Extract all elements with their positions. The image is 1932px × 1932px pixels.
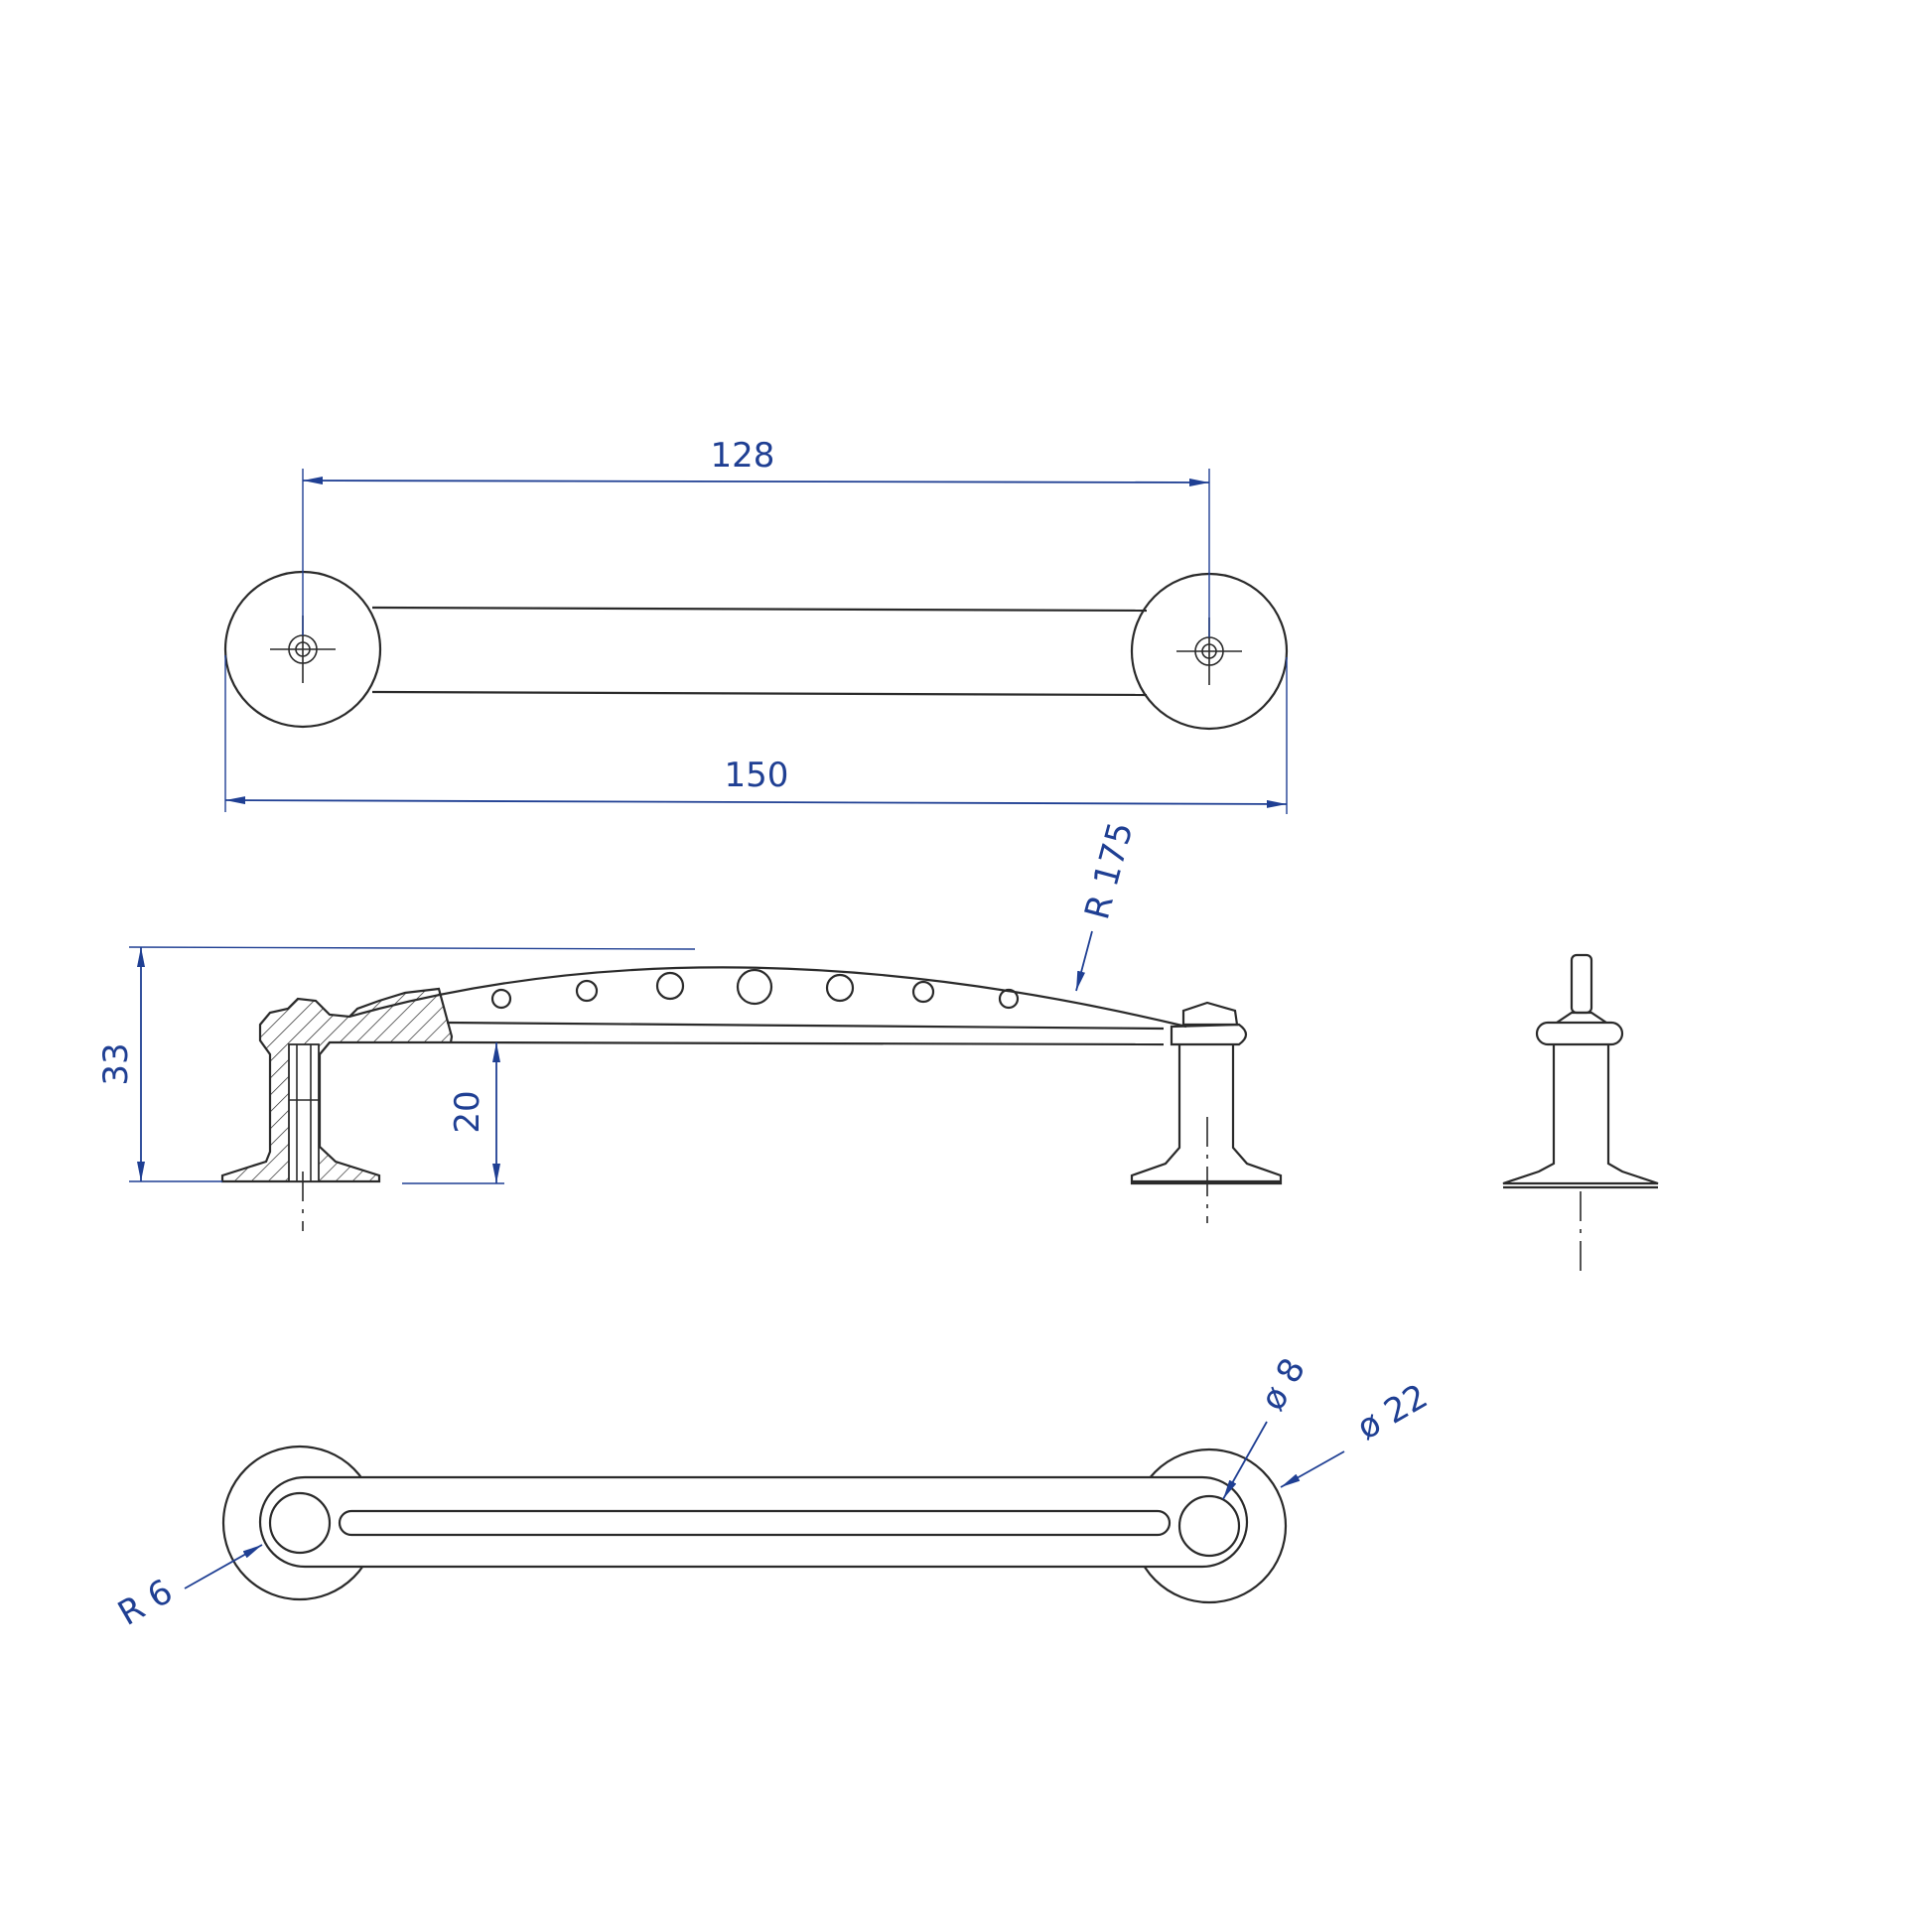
dimension-center-distance: 128 [302, 436, 1210, 637]
decor-hole [736, 968, 773, 1006]
dimension-20-label: 20 [448, 1090, 487, 1133]
bottom-slot [338, 1509, 1172, 1537]
decor-hole [575, 979, 599, 1003]
front-view [220, 966, 1283, 1231]
bottom-left-hole [268, 1491, 332, 1555]
dimension-arc-radius: R 175 [1075, 818, 1142, 992]
dimension-overall-height: 33 [96, 946, 696, 1182]
decor-hole [825, 973, 855, 1003]
handle-arc [348, 966, 1187, 1029]
dimension-r175-label: R 175 [1077, 818, 1141, 923]
section-hatch [220, 987, 454, 1183]
dimension-clearance-height: 20 [402, 1042, 504, 1184]
dimension-r6-label: R 6 [111, 1572, 180, 1634]
top-view [223, 570, 1289, 731]
dimension-corner-radius: R 6 [111, 1544, 263, 1634]
decor-hole [655, 971, 685, 1001]
bottom-rail-outline [258, 1475, 1249, 1569]
side-view [1502, 953, 1659, 1279]
dimension-d22-label: ø 22 [1350, 1376, 1435, 1448]
dimension-disc-diameter: ø 22 [1280, 1376, 1435, 1488]
dimension-overall-length: 150 [224, 655, 1288, 814]
decor-hole [911, 980, 935, 1004]
dimension-150-label: 150 [725, 756, 789, 795]
decor-hole [490, 988, 512, 1010]
dimension-d8-label: ø 8 [1253, 1351, 1313, 1417]
bottom-view [221, 1445, 1288, 1604]
screw-bore [288, 1043, 320, 1182]
dimension-128-label: 128 [711, 436, 775, 476]
decor-hole [998, 988, 1020, 1010]
bottom-right-hole [1177, 1494, 1241, 1558]
dimension-33-label: 33 [96, 1042, 136, 1085]
